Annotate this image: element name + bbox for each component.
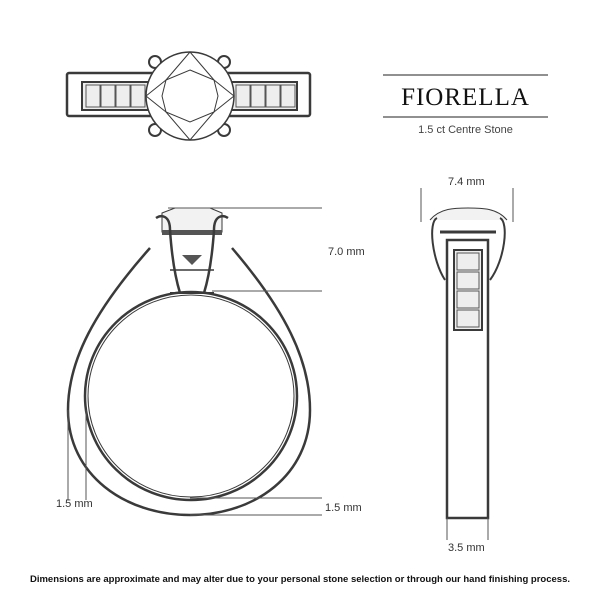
band-width-label: 3.5 mm	[448, 542, 485, 554]
dimension-lines	[67, 74, 548, 540]
side-view	[429, 207, 508, 520]
band-thickness-left-label: 1.5 mm	[56, 498, 93, 510]
band-thickness-bottom-label: 1.5 mm	[325, 502, 362, 514]
disclaimer: Dimensions are approximate and may alter…	[29, 574, 571, 585]
brand-subtitle: 1.5 ct Centre Stone	[418, 124, 513, 136]
head-height-label: 7.0 mm	[328, 246, 365, 258]
stone-width-label: 7.4 mm	[448, 176, 485, 188]
centre-stone-top	[145, 51, 235, 141]
brand-name: FIORELLA	[401, 84, 530, 111]
front-view	[66, 207, 312, 517]
top-view	[65, 51, 312, 141]
